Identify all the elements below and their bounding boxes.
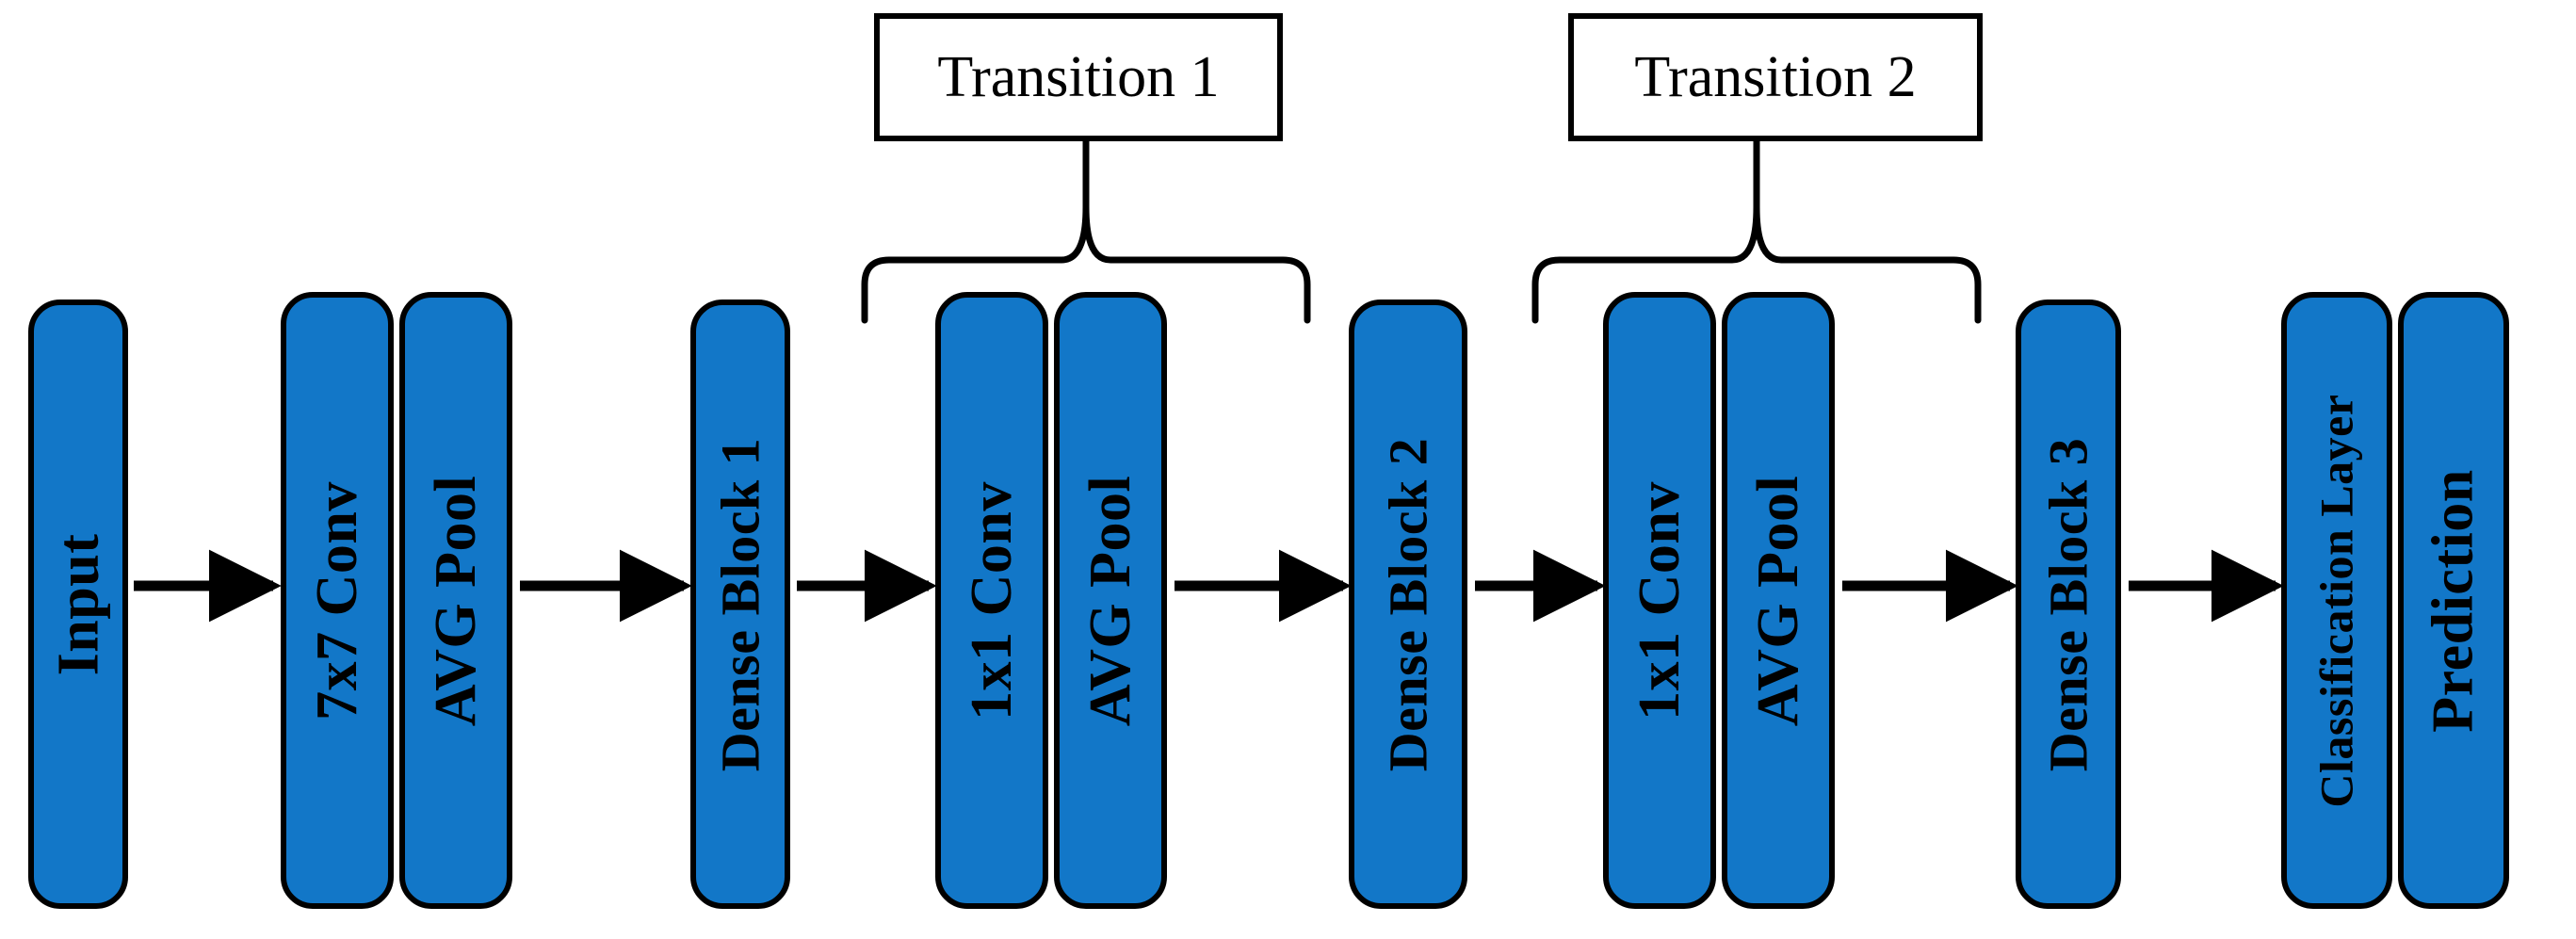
block-prediction-label: Prediction: [2422, 468, 2486, 733]
block-dense-block-1: Dense Block 1: [690, 300, 790, 909]
block-input-label: Input: [46, 533, 110, 675]
transition-2-caption-label: Transition 2: [1634, 44, 1917, 109]
block-classification-layer: Classification Layer: [2281, 292, 2392, 909]
block-avg-pool-2: AVG Pool: [1054, 292, 1167, 909]
block-dense-block-2: Dense Block 2: [1349, 300, 1467, 909]
block-avg-pool-3: AVG Pool: [1722, 292, 1835, 909]
block-1x1-conv-1: 1x1 Conv: [935, 292, 1048, 909]
transition-1-caption-label: Transition 1: [937, 44, 1220, 109]
block-dense-block-1-label: Dense Block 1: [709, 437, 770, 771]
block-7x7-conv: 7x7 Conv: [281, 292, 394, 909]
block-dense-block-2-label: Dense Block 2: [1377, 437, 1438, 771]
block-classification-layer-label: Classification Layer: [2310, 393, 2364, 808]
transition-2-caption-box: Transition 2: [1568, 13, 1983, 141]
transition-1-caption-box: Transition 1: [874, 13, 1283, 141]
block-avg-pool-3-label: AVG Pool: [1746, 475, 1811, 726]
block-dense-block-3: Dense Block 3: [2016, 300, 2121, 909]
block-avg-pool-1: AVG Pool: [399, 292, 512, 909]
block-avg-pool-1-label: AVG Pool: [424, 475, 489, 726]
block-1x1-conv-2-label: 1x1 Conv: [1628, 480, 1693, 720]
block-7x7-conv-label: 7x7 Conv: [305, 480, 370, 720]
block-input: Input: [28, 300, 128, 909]
block-1x1-conv-1-label: 1x1 Conv: [960, 480, 1025, 720]
block-avg-pool-2-label: AVG Pool: [1078, 475, 1143, 726]
block-dense-block-3-label: Dense Block 3: [2037, 437, 2098, 771]
block-prediction: Prediction: [2398, 292, 2509, 909]
block-1x1-conv-2: 1x1 Conv: [1603, 292, 1716, 909]
